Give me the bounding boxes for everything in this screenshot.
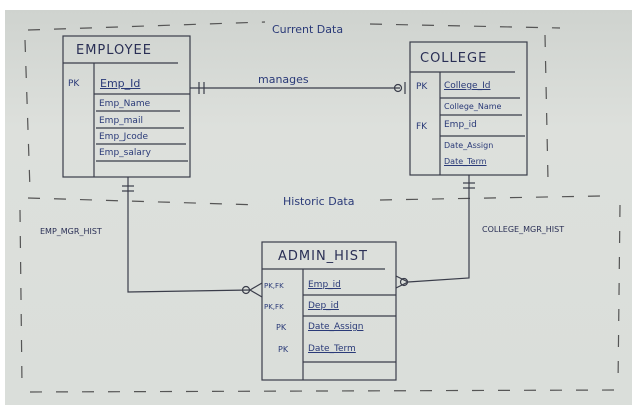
historic-data-label: Historic Data [283, 195, 355, 208]
admin-hist-entity-box [261, 241, 397, 381]
college-attribute: Emp_id [444, 120, 477, 130]
employee-attribute: Emp_mail [99, 116, 143, 126]
admin-hist-field: Emp_id [308, 280, 341, 290]
employee-title: EMPLOYEE [76, 43, 152, 58]
employee-entity-box [62, 35, 191, 178]
college-attribute: Date_Term [444, 157, 487, 166]
manages-label: manages [258, 73, 309, 86]
college-pk-field: College_Id [444, 81, 491, 91]
admin-hist-field: Date_Assign [308, 322, 364, 332]
college-mgr-hist-relationship-line [395, 175, 475, 289]
college-title: COLLEGE [420, 51, 488, 66]
manages-relationship-line [190, 82, 406, 94]
college-mgr-hist-label: COLLEGE_MGR_HIST [482, 225, 565, 234]
employee-pk-field: Emp_Id [100, 77, 141, 90]
college-fk-label: FK [416, 122, 428, 132]
current-data-boundary [24, 21, 601, 206]
employee-pk-label: PK [68, 79, 80, 89]
emp-mgr-hist-relationship-line [122, 177, 263, 298]
employee-attribute: Emp_salary [99, 148, 151, 158]
admin-hist-field: Date_Term [308, 344, 356, 354]
college-attribute: Date_Assign [444, 141, 494, 150]
admin-hist-key: PK,FK [264, 282, 284, 290]
historic-data-boundary [19, 204, 621, 393]
employee-attribute: Emp_Name [99, 99, 151, 109]
emp-mgr-hist-label: EMP_MGR_HIST [40, 227, 102, 236]
admin-hist-key: PK [276, 323, 287, 332]
current-data-label: Current Data [272, 23, 344, 36]
college-attribute: College_Name [444, 102, 502, 111]
admin-hist-title: ADMIN_HIST [278, 249, 368, 264]
admin-hist-key: PK,FK [264, 303, 284, 311]
employee-attribute: Emp_Jcode [99, 132, 149, 142]
college-pk-label: PK [416, 82, 428, 92]
admin-hist-key: PK [278, 345, 289, 354]
admin-hist-field: Dep_id [308, 301, 339, 311]
